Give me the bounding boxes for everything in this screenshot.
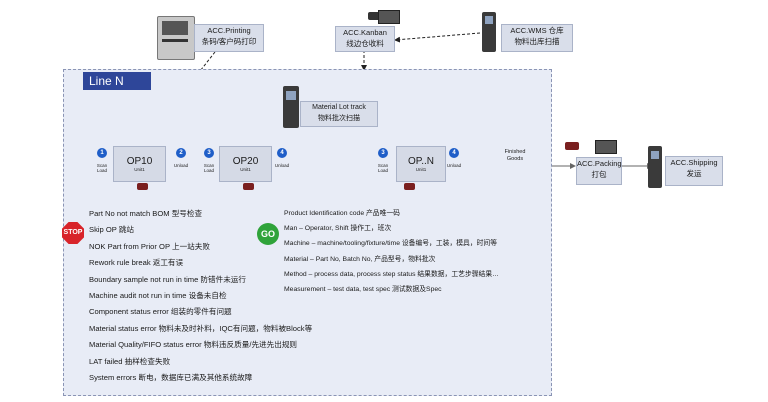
station-name: OP..N (408, 156, 434, 167)
go-item: Man – Operator, Shift 操作工，班次 (284, 225, 392, 233)
station-name: OP20 (232, 156, 259, 167)
go-item: Material – Part No, Batch No, 产品型号，物料批次 (284, 255, 436, 263)
kanban-scanner-icon (368, 10, 400, 24)
scanner-icon (137, 183, 148, 190)
go-data-list: Product Identification code 产品唯一码 Man – … (284, 209, 499, 295)
material-lot-handheld-icon (283, 86, 299, 128)
label-printer-icon (157, 16, 195, 60)
step-label: Unload (274, 163, 290, 168)
scanner-icon (404, 183, 415, 190)
stop-item: Part No not match BOM 型号检查 (89, 209, 203, 218)
stop-conditions-list: Part No not match BOM 型号检查 Skip OP 跳站 NO… (89, 209, 312, 383)
wms-callout: ACC.WMS 仓库物料出库扫描 (501, 24, 573, 52)
wms-handheld-icon (482, 12, 496, 52)
step-badge: 1 (97, 148, 107, 158)
step-label: Unload (446, 163, 462, 168)
stop-item: Machine audit not run in time 设备未自检 (89, 290, 227, 300)
go-sign-icon: GO (257, 223, 279, 245)
go-item: Product Identification code 产品唯一码 (284, 210, 400, 217)
step-badge: 4 (277, 148, 287, 158)
shipping-handheld-icon (648, 146, 662, 188)
stop-item: Material Quality/FIFO status error 物料违反质… (89, 340, 298, 350)
go-item: Method – process data, process step stat… (284, 270, 499, 278)
packing-scanner-icon (565, 140, 617, 154)
step-label: Unload (173, 163, 189, 168)
stop-sign-icon: STOP (62, 222, 84, 244)
step-badge: 2 (176, 148, 186, 158)
station-opn: OP..N Unit1 (396, 146, 446, 182)
step-badge: 4 (449, 148, 459, 158)
station-unit: Unit1 (240, 167, 251, 172)
scanner-icon (243, 183, 254, 190)
go-item: Machine – machine/tooling/fixture/time 设… (284, 240, 498, 248)
step-badge: 3 (378, 148, 388, 158)
stop-item: Rework rule break 返工有误 (89, 258, 184, 268)
station-op10: OP10 Unit1 (113, 146, 166, 182)
step-badge: 3 (204, 148, 214, 158)
stop-item: System errors 断电，数据库已满及其他系统故障 (89, 372, 253, 382)
go-item: Measurement – test data, test spec 测试数据及… (284, 285, 442, 293)
stop-item: Material status error 物料未及时补料，IQC有问题，物料被… (89, 323, 313, 333)
line-title: Line N (83, 72, 151, 90)
station-op20: OP20 Unit1 (219, 146, 272, 182)
station-name: OP10 (126, 156, 153, 167)
stop-item: Skip OP 跳站 (89, 225, 135, 235)
stop-item: Component status error 组装的零件有问题 (89, 307, 232, 317)
stop-item: LAT failed 抽样检查失败 (89, 356, 171, 366)
stop-item: NOK Part from Prior OP 上一站夫败 (89, 241, 210, 251)
wms-to-kanban-arrow (394, 32, 481, 43)
stop-item: Boundary sample not run in time 防错件未运行 (89, 274, 246, 284)
station-unit: Unit1 (134, 167, 145, 172)
station-unit: Unit1 (415, 167, 427, 172)
